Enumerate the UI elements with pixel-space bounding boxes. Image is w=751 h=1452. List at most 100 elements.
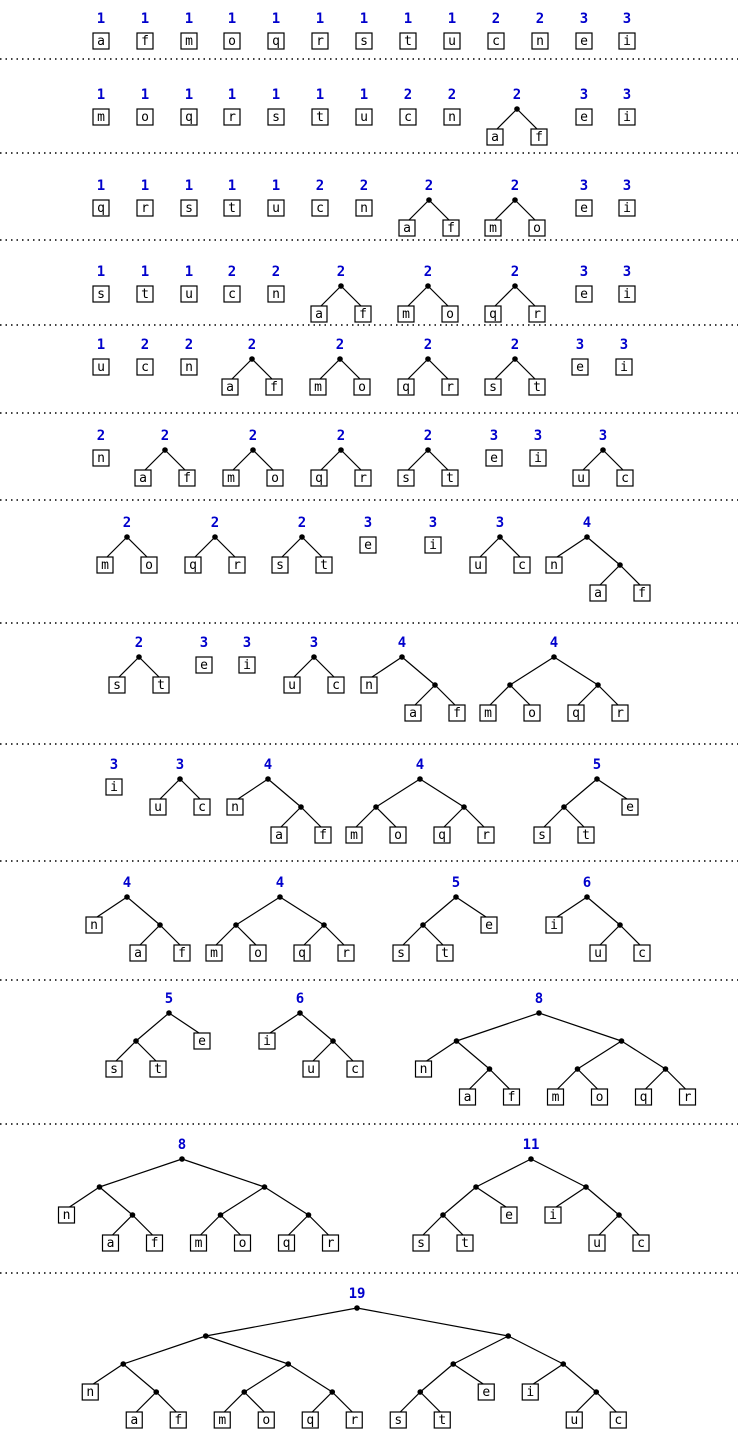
leaf-box — [565, 1411, 583, 1429]
leaf-symbol: r — [359, 471, 367, 486]
leaf-box — [513, 556, 531, 574]
leaf-box — [397, 469, 415, 487]
tree-edge — [442, 1214, 466, 1238]
tree-edge — [234, 778, 269, 802]
internal-node — [584, 534, 590, 540]
leaf-box — [441, 469, 459, 487]
leaf-box — [486, 128, 504, 146]
leaf-box — [180, 32, 198, 50]
leaf-symbol-item: 2c — [399, 87, 417, 126]
weight-label: 3 — [599, 428, 607, 444]
tree-edge — [420, 1214, 444, 1238]
leaf-box — [228, 556, 246, 574]
leaf-symbol: u — [272, 201, 280, 216]
tree-edge — [287, 1363, 333, 1393]
tree-edge — [401, 656, 436, 686]
leaf-symbol: f — [535, 130, 543, 145]
leaf-symbol: o — [271, 471, 279, 486]
leaf-symbol-item: 3e — [575, 264, 593, 303]
leaf-symbol-item: 3i — [618, 264, 636, 303]
leaf-symbol-item: 1s — [180, 178, 198, 217]
leaf-symbol-item: 1r — [311, 11, 329, 50]
leaf-symbol-item: 1t — [311, 87, 329, 126]
weight-label: 3 — [623, 11, 631, 27]
leaf-box — [223, 108, 241, 126]
leaf-symbol: s — [489, 380, 497, 395]
weight-label: 3 — [110, 757, 118, 773]
tree-edge — [229, 358, 253, 382]
leaf-box — [502, 1088, 521, 1106]
tree-edge — [278, 806, 302, 830]
leaf-box — [238, 656, 256, 674]
leaf-box — [85, 916, 103, 934]
leaf-symbol: i — [623, 287, 631, 302]
leaf-box — [136, 199, 154, 217]
tree-edge — [317, 358, 341, 382]
leaf-symbol: r — [141, 201, 149, 216]
leaf-box — [271, 556, 289, 574]
internal-node — [124, 894, 130, 900]
leaf-box — [221, 378, 239, 396]
leaf-symbol-item: 1r — [136, 178, 154, 217]
leaf-symbol-item: 1f — [136, 11, 154, 50]
tree-edge — [286, 1214, 309, 1238]
internal-node — [261, 1184, 268, 1190]
leaf-symbol: n — [63, 1208, 71, 1223]
tree-edge — [301, 536, 325, 560]
weight-label: 1 — [316, 11, 324, 27]
weight-label: 1 — [97, 178, 105, 194]
leaf-symbol-item: 1u — [443, 11, 461, 50]
leaf-box — [129, 944, 147, 962]
leaf-symbol: q — [640, 1090, 648, 1105]
internal-node — [311, 654, 317, 660]
internal-node — [560, 1361, 567, 1367]
tree-edge — [492, 358, 516, 382]
leaf-box — [443, 108, 461, 126]
weight-label: 2 — [185, 337, 193, 353]
leaf-box — [310, 469, 328, 487]
leaf-symbol: t — [154, 1062, 162, 1077]
weight-label: 1 — [448, 11, 456, 27]
leaf-symbol: s — [538, 828, 546, 843]
leaf-symbol: i — [550, 918, 558, 933]
weight-label: 3 — [310, 635, 318, 651]
tree-edge — [198, 1214, 221, 1238]
tree-edge — [113, 1040, 137, 1064]
weight-label: 2 — [536, 11, 544, 27]
leaf-symbol-item: 2n — [355, 178, 373, 217]
leaf-symbol: c — [404, 110, 412, 125]
leaf-box — [632, 1234, 650, 1252]
internal-node — [249, 356, 255, 362]
leaf-box — [355, 199, 373, 217]
leaf-box — [249, 944, 267, 962]
tree-edge — [575, 684, 599, 708]
internal-node — [425, 356, 431, 362]
internal-node — [330, 1038, 336, 1044]
leaf-box — [521, 1383, 539, 1401]
tree-edge — [368, 656, 403, 680]
weight-label: 1 — [316, 87, 324, 103]
tree-edge — [220, 1186, 265, 1216]
tree-edge — [577, 1040, 622, 1070]
leaf-symbol-item: 2n — [267, 264, 285, 303]
leaf-symbol-item: 2n — [92, 428, 110, 467]
weight-label: 2 — [141, 337, 149, 353]
leaf-symbol: m — [484, 706, 492, 721]
leaf-symbol: m — [350, 828, 358, 843]
weight-label: 2 — [249, 428, 257, 444]
leaf-box — [545, 556, 563, 574]
weight-label: 1 — [272, 178, 280, 194]
tree-edge — [331, 1391, 355, 1415]
weight-label: 19 — [349, 1286, 366, 1302]
weight-label: 2 — [511, 337, 519, 353]
leaf-box — [414, 1060, 433, 1078]
weight-label: 2 — [228, 264, 236, 280]
